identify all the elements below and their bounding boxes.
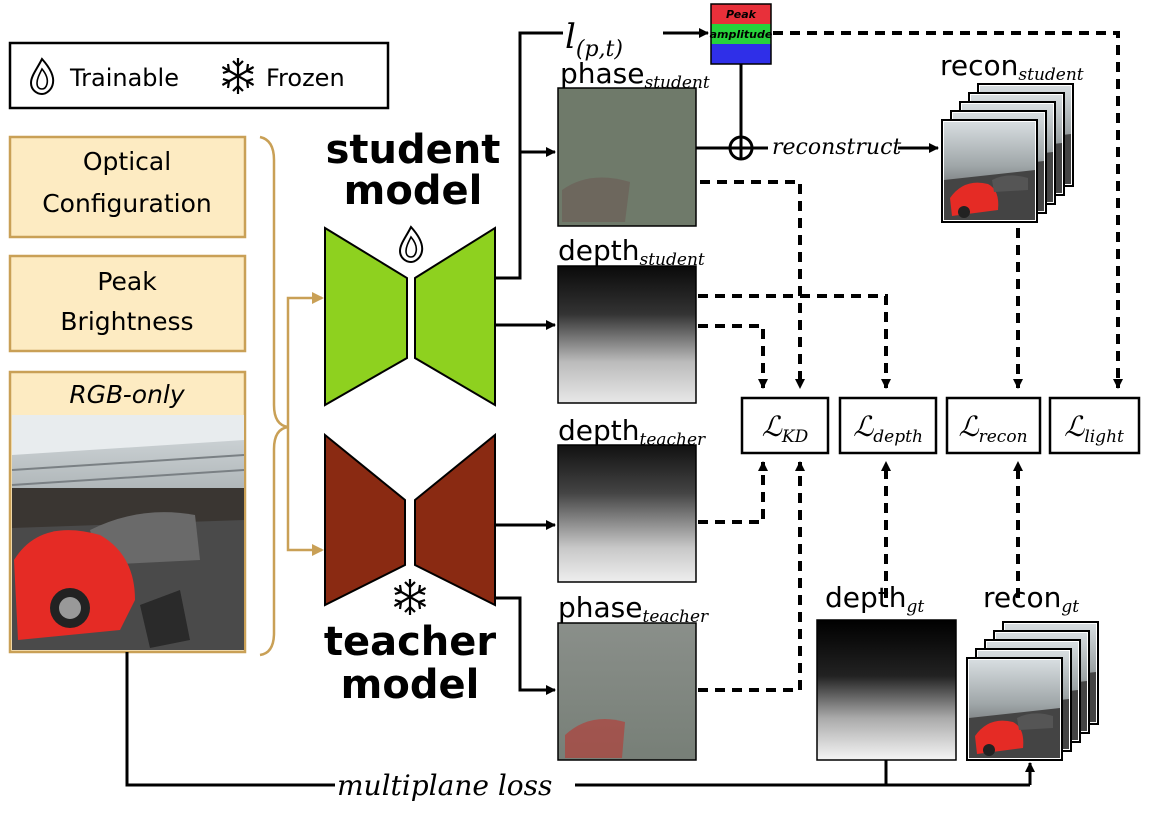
loss-kd: ℒKD xyxy=(740,396,830,455)
optical-label-2: Configuration xyxy=(42,189,212,218)
phase-teacher: phaseteacher xyxy=(557,591,709,761)
loss-recon-text: ℒrecon xyxy=(958,410,1027,447)
optical-label-1: Optical xyxy=(83,147,171,176)
peak-label-2: Brightness xyxy=(60,307,193,336)
peak-label-1: Peak xyxy=(97,267,157,296)
amp-peak-text: Peak xyxy=(726,8,757,21)
legend-frozen: Frozen xyxy=(266,64,345,92)
teacher-encoder xyxy=(324,432,406,607)
snowflake-icon xyxy=(393,577,427,617)
recon-gt-stack xyxy=(967,622,1098,760)
solid-connectors xyxy=(125,28,1035,787)
loss-depth: ℒdepth xyxy=(838,396,938,455)
input-peak-brightness: Peak Brightness xyxy=(8,254,247,353)
multiplane-loss-label: multiplane loss xyxy=(337,769,552,802)
rgb-label: RGB-only xyxy=(69,380,186,409)
legend-trainable: Trainable xyxy=(69,64,179,92)
reconstruct-label: reconstruct xyxy=(772,135,901,160)
loss-depth-text: ℒdepth xyxy=(853,410,923,447)
lpt-label: l(p,t) xyxy=(565,17,623,62)
legend: Trainable Frozen xyxy=(8,41,390,110)
recon-gt-label: recongt xyxy=(983,581,1079,617)
depth-gt: depthgt xyxy=(816,581,957,761)
rgb-input-image xyxy=(11,415,245,650)
recon-student-label: reconstudent xyxy=(940,49,1084,85)
loss-light-text: ℒlight xyxy=(1064,410,1124,447)
depth-student: depthstudent xyxy=(557,234,705,404)
teacher-model-label-1: teacher xyxy=(324,619,497,665)
teacher-decoder xyxy=(414,432,496,607)
legend-box xyxy=(8,41,390,110)
student-encoder xyxy=(324,226,408,407)
loss-recon: ℒrecon xyxy=(945,396,1042,455)
depth-teacher: depthteacher xyxy=(557,414,706,583)
recon-gt: recongt xyxy=(967,581,1098,760)
teacher-model-label-2: model xyxy=(341,662,480,708)
student-decoder xyxy=(414,226,496,407)
depth-teacher-image xyxy=(557,444,697,583)
loss-light: ℒlight xyxy=(1048,396,1141,455)
student-model-label-1: student xyxy=(326,127,501,173)
recon-student-stack xyxy=(942,84,1073,222)
amp-amplitude-text: amplitude xyxy=(710,28,773,41)
flame-icon xyxy=(399,226,424,263)
input-optical-configuration: Optical Configuration xyxy=(8,135,247,239)
input-brace xyxy=(259,135,324,657)
depth-student-label: depthstudent xyxy=(558,234,705,270)
depth-gt-label: depthgt xyxy=(825,581,924,617)
student-model: student model xyxy=(324,127,501,407)
input-rgb-only: RGB-only xyxy=(8,370,247,654)
peak-amplitude-box: Peak amplitude xyxy=(710,3,773,65)
dashed-connectors xyxy=(698,31,1123,692)
depth-gt-image xyxy=(816,619,957,761)
teacher-model: teacher model xyxy=(324,432,497,708)
loss-kd-text: ℒKD xyxy=(762,410,809,447)
phase-student: phasestudent xyxy=(557,57,710,227)
phase-teacher-label: phaseteacher xyxy=(558,591,709,627)
recon-student: reconstudent xyxy=(940,49,1084,222)
student-model-label-2: model xyxy=(344,168,483,214)
depth-student-image xyxy=(557,265,697,404)
